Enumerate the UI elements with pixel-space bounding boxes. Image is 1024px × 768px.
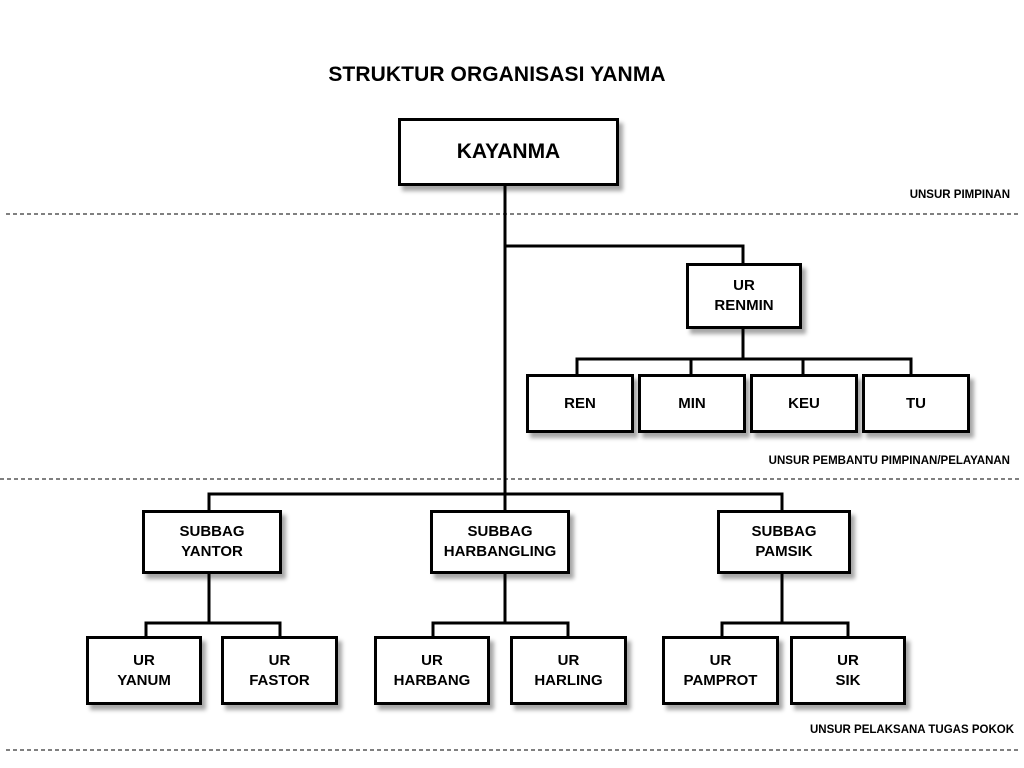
- node-ur-harling-line1: UR: [557, 651, 580, 669]
- section-label-pembantu: UNSUR PEMBANTU PIMPINAN/PELAYANAN: [768, 455, 1010, 467]
- node-subbag-harbangling-line2: HARBANGLING: [443, 543, 557, 560]
- node-ur-sik: UR SIK: [790, 636, 906, 705]
- node-min-label: MIN: [678, 394, 706, 412]
- node-ren: REN: [526, 374, 634, 433]
- node-tu: TU: [862, 374, 970, 433]
- node-ur-sik-line2: SIK: [835, 671, 861, 689]
- node-subbag-pamsik: SUBBAG PAMSIK: [717, 510, 851, 574]
- node-subbag-pamsik-line1: SUBBAG: [751, 523, 817, 540]
- node-ur-pamprot-line1: UR: [709, 651, 732, 669]
- section-label-pelaksana: UNSUR PELAKSANA TUGAS POKOK: [809, 724, 1014, 736]
- node-ur-harling-line2: HARLING: [534, 671, 603, 689]
- node-ur-sik-line1: UR: [837, 651, 859, 669]
- node-keu: KEU: [750, 374, 858, 433]
- node-kayanma: KAYANMA: [398, 118, 619, 186]
- node-subbag-pamsik-line2: PAMSIK: [755, 543, 813, 560]
- node-ur-renmin-line2: RENMIN: [714, 297, 774, 314]
- node-ur-pamprot-line2: PAMPROT: [683, 671, 758, 689]
- node-subbag-yantor-line1: SUBBAG: [179, 523, 245, 540]
- node-ur-renmin-line1: UR: [733, 277, 755, 294]
- node-kayanma-label: KAYANMA: [456, 140, 561, 163]
- node-subbag-yantor-line2: YANTOR: [181, 543, 243, 560]
- node-ren-label: REN: [564, 394, 596, 412]
- node-ur-harbang-line1: UR: [421, 651, 443, 669]
- node-subbag-yantor: SUBBAG YANTOR: [142, 510, 282, 574]
- node-ur-harbang-line2: HARBANG: [393, 671, 471, 689]
- node-subbag-harbangling: SUBBAG HARBANGLING: [430, 510, 570, 574]
- node-ur-harling: UR HARLING: [510, 636, 627, 705]
- node-ur-yanum-line2: YANUM: [117, 671, 171, 689]
- node-ur-fastor-line1: UR: [268, 651, 291, 669]
- node-ur-yanum: UR YANUM: [86, 636, 202, 705]
- section-label-pimpinan: UNSUR PIMPINAN: [909, 189, 1010, 201]
- node-min: MIN: [638, 374, 746, 433]
- node-ur-renmin: UR RENMIN: [686, 263, 802, 329]
- chart-title: STRUKTUR ORGANISASI YANMA: [328, 63, 666, 86]
- node-keu-label: KEU: [788, 394, 820, 412]
- node-tu-label: TU: [906, 394, 926, 412]
- edge-kayanma-ur-renmin: [503, 244, 745, 266]
- node-ur-fastor: UR FASTOR: [221, 636, 338, 705]
- node-subbag-harbangling-line1: SUBBAG: [467, 523, 533, 540]
- node-ur-pamprot: UR PAMPROT: [662, 636, 779, 705]
- node-ur-harbang: UR HARBANG: [374, 636, 490, 705]
- node-ur-fastor-line2: FASTOR: [249, 671, 310, 689]
- node-ur-yanum-line1: UR: [133, 651, 155, 669]
